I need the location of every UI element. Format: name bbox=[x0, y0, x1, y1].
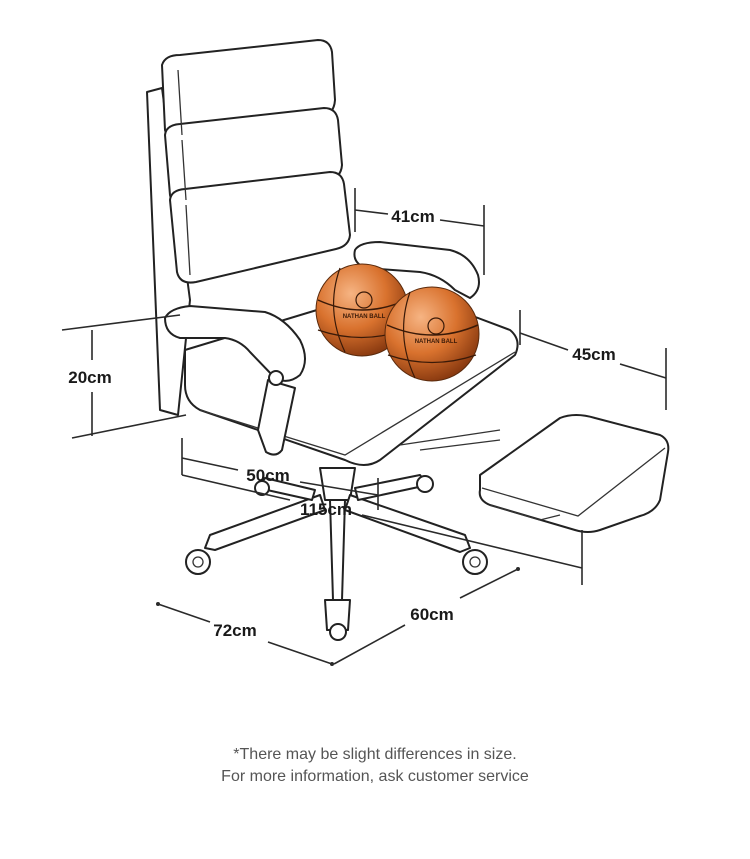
ball-logo bbox=[355, 291, 373, 309]
chair-illustration bbox=[146, 39, 670, 641]
dimension-seat-depth: 50cm bbox=[181, 438, 379, 510]
dimension-backrest-width: 41cm bbox=[354, 188, 485, 275]
dimension-footrest-depth: 45cm bbox=[519, 310, 667, 410]
dimension-label-50: 50cm bbox=[246, 466, 289, 485]
dimension-label-72: 72cm bbox=[213, 621, 256, 640]
ball-brand-text: NATHAN BALL bbox=[415, 339, 458, 345]
basketball-right: NATHAN BALL bbox=[384, 286, 480, 382]
dimension-label-45: 45cm bbox=[572, 345, 615, 364]
footnote-size-disclaimer: *There may be slight differences in size… bbox=[233, 746, 517, 763]
ball-logo bbox=[427, 317, 445, 335]
dimension-total-length: 115cm bbox=[181, 474, 583, 585]
dimension-base-width: 72cm bbox=[156, 602, 334, 666]
backrest bbox=[161, 39, 351, 284]
chair-base bbox=[185, 467, 488, 641]
footnote-customer-service: For more information, ask customer servi… bbox=[221, 768, 529, 785]
dimension-label-41: 41cm bbox=[391, 207, 434, 226]
dimension-label-60: 60cm bbox=[410, 605, 453, 624]
left-armrest bbox=[164, 305, 306, 456]
footrest bbox=[399, 414, 670, 533]
dimension-armrest-height: 20cm bbox=[61, 314, 187, 439]
dimension-base-depth: 60cm bbox=[333, 567, 520, 665]
dimension-label-20: 20cm bbox=[68, 368, 111, 387]
ball-brand-text: NATHAN BALL bbox=[343, 314, 386, 320]
dimension-label-115: 115cm bbox=[300, 500, 352, 519]
